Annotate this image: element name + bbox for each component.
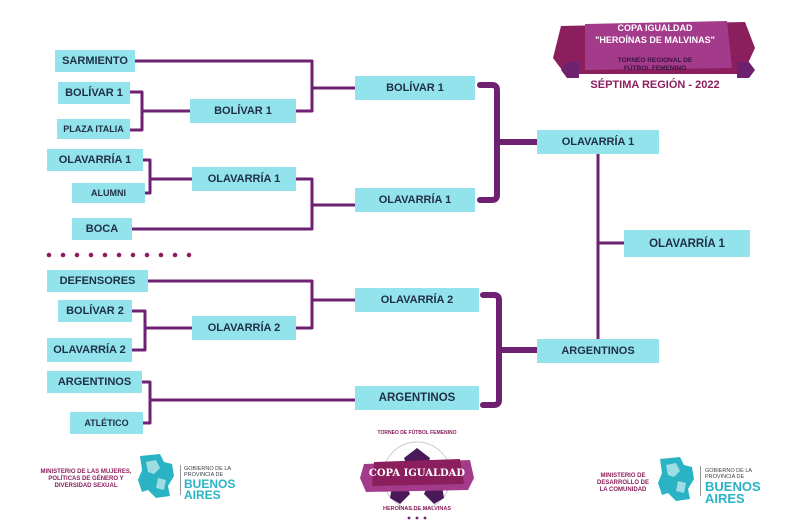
buenos-aires-map-icon-right [658,457,694,501]
line-bolivar2-olavarria2 [130,309,194,352]
team-defensores: DEFENSORES [47,270,148,292]
winner-olavarria-2-r3: OLAVARRÍA 2 [355,288,479,312]
line-sarmiento [133,59,357,90]
team-plaza-italia: PLAZA ITALIA [57,119,130,139]
team-bolivar-2: BOLÍVAR 2 [58,300,132,322]
copa-igualdad-logo [553,21,755,78]
logo-subtitle-line1: TORNEO REGIONAL DE [617,57,693,64]
copa-igualdad-ball-logo [360,441,474,520]
logo-subtitle-line2: FÚTBOL FEMENINO [623,65,687,72]
team-argentinos: ARGENTINOS [47,371,142,393]
champion-olavarria-1: OLAVARRÍA 1 [624,230,750,257]
winner-bolivar-1-r3: BOLÍVAR 1 [355,76,475,100]
team-alumni: ALUMNI [72,183,145,203]
footer-divider-left [180,465,181,495]
line-olavarria2-r2 [294,298,314,330]
buenos-aires-map-icon [138,454,174,498]
footer-divider-right [700,466,701,496]
finalist-argentinos: ARGENTINOS [537,339,659,363]
winner-bolivar-1-r2: BOLÍVAR 1 [190,99,296,123]
dotted-separator [46,252,192,258]
winner-olavarria-2-r2: OLAVARRÍA 2 [192,316,296,340]
winner-olavarria-1-r3: OLAVARRÍA 1 [355,188,475,212]
line-argentinos-atletico [140,380,357,425]
team-bolivar-1: BOLÍVAR 1 [58,82,130,104]
winner-argentinos-r3: ARGENTINOS [355,386,479,410]
ministry-community-text: MINISTERIO DE DESARROLLO DE LA COMUNIDAD [596,473,649,493]
winner-olavarria-1-r2: OLAVARRÍA 1 [192,167,296,191]
bracket-top-semi [477,82,540,203]
center-logo-arc-text: TORNEO DE FÚTBOL FEMENINO [377,430,457,436]
team-olavarria-2: OLAVARRÍA 2 [47,338,132,362]
logo-title-line2: "HEROÍNAS DE MALVINAS" [595,35,715,45]
team-olavarria-1: OLAVARRÍA 1 [47,149,143,171]
center-logo-bottom-text: HEROÍNAS DE MALVINAS [382,506,452,512]
logo-title-line1: COPA IGUALDAD [617,23,693,33]
bracket-bottom-semi [480,292,540,408]
center-logo-title: COPA IGUALDAD [368,468,466,479]
team-sarmiento: SARMIENTO [55,50,135,72]
finalist-olavarria-1: OLAVARRÍA 1 [537,130,659,154]
line-olavarria1-r2 [294,177,357,207]
ministry-women-text: MINISTERIO DE LAS MUJERES, POLÍTICAS DE … [40,469,132,489]
line-bolivar1-r2 [294,86,314,113]
team-boca: BOCA [72,218,132,240]
line-olavarria1-alumni [141,158,194,195]
line-final [596,151,626,342]
line-boca [130,203,314,231]
line-bolivar1-plazaitalia [128,90,192,132]
region-label: SÉPTIMA REGIÓN - 2022 [590,79,720,91]
team-atletico: ATLÉTICO [70,412,143,434]
line-defensores [146,279,357,302]
